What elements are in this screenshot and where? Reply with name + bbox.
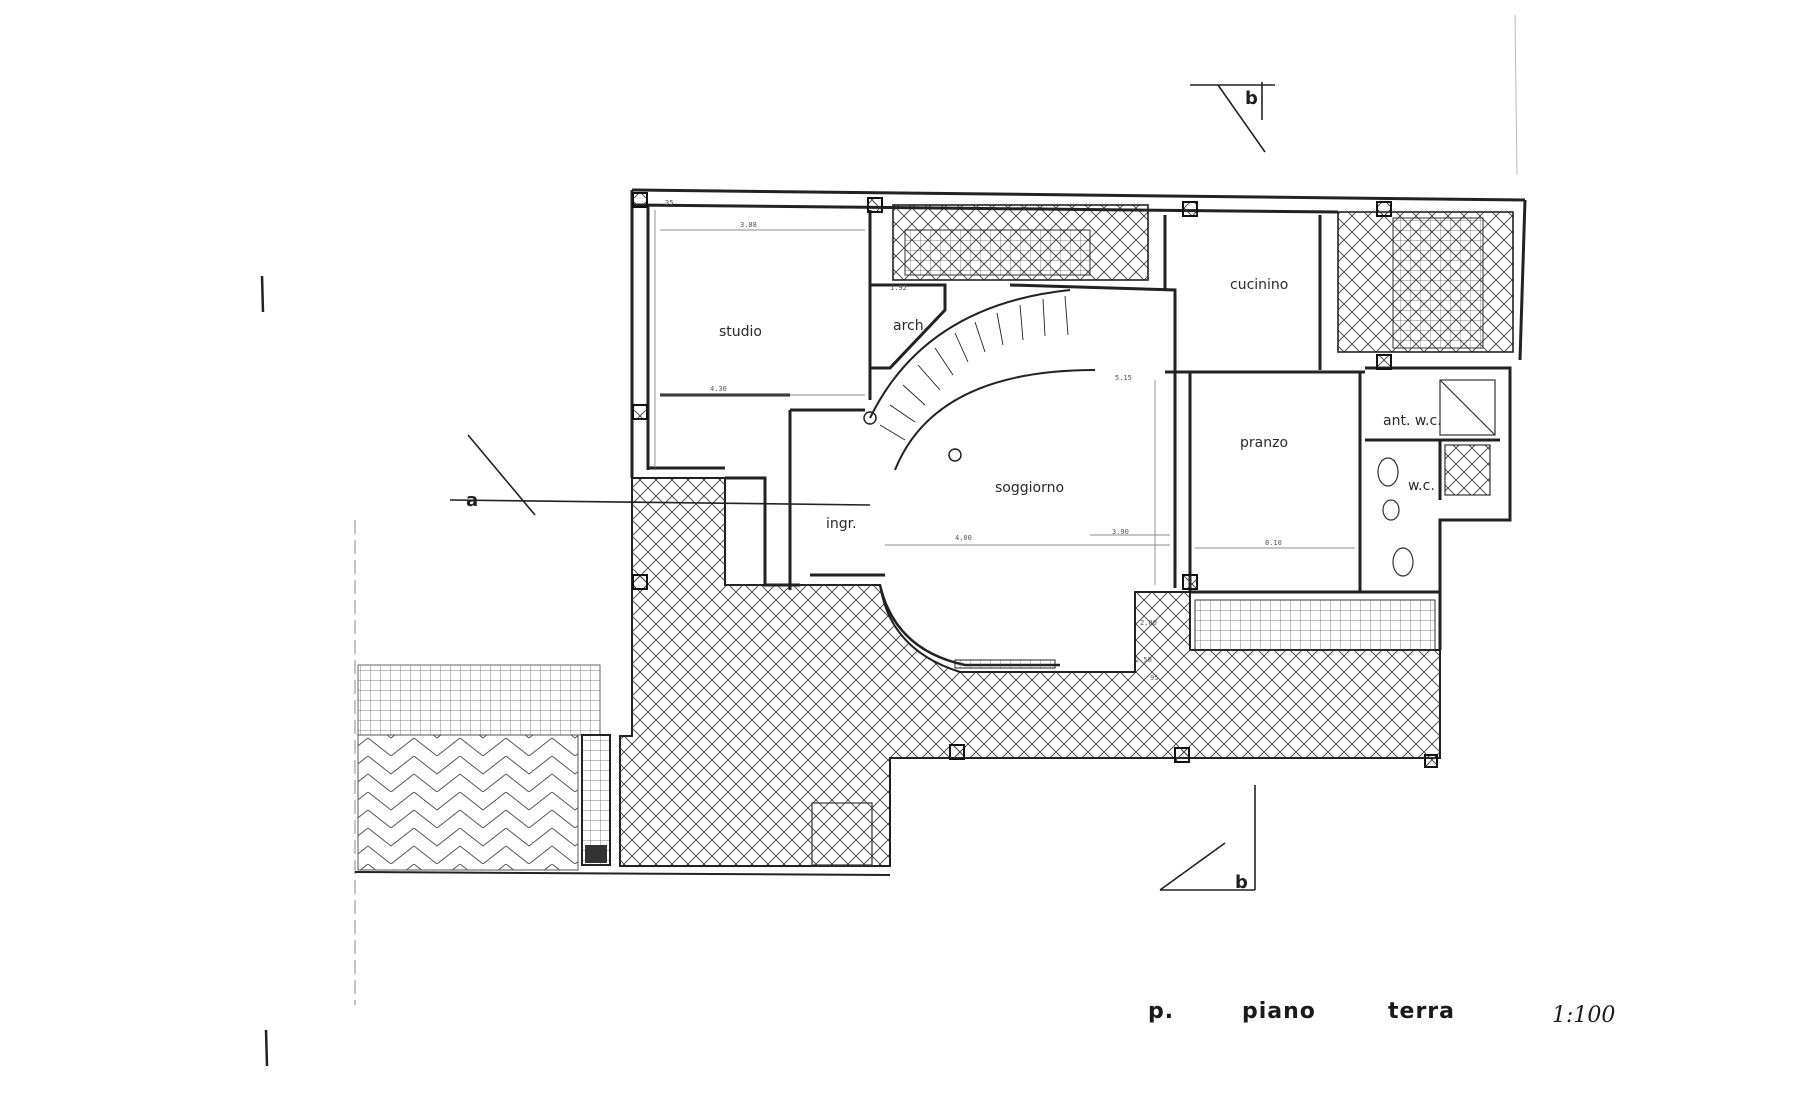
svg-text:3.90: 3.90 [1112,528,1129,536]
dimension-values: 35 3.88 4.30 1.92 4.00 5.15 2.50 8.10 3.… [665,199,1282,682]
svg-text:4.00: 4.00 [955,534,972,542]
svg-text:2.00: 2.00 [1140,619,1157,627]
section-b-bottom: b [1235,872,1248,893]
dimension-lines [654,210,1355,585]
structural-pillars [632,192,1438,768]
svg-text:5.15: 5.15 [1115,374,1132,382]
svg-text:2.50: 2.50 [1135,656,1152,664]
plan-title: p. piano terra 1:100 [1148,999,1615,1028]
svg-text:1.92: 1.92 [890,284,907,292]
room-studio: studio [719,324,762,340]
margin-marks [260,275,269,1067]
section-b-top: b [1245,88,1258,109]
spiral-staircase [863,289,1096,471]
svg-text:95: 95 [1150,674,1158,682]
room-arch: arch. [893,318,928,334]
room-ant-wc: ant. w.c. [1383,413,1442,429]
sheet-right-edge [1514,14,1518,176]
svg-text:35: 35 [665,199,673,207]
svg-text:3.88: 3.88 [740,221,757,229]
svg-text:8.10: 8.10 [1265,539,1282,547]
title-word-piano: piano [1242,999,1316,1024]
room-ingr: ingr. [826,516,857,532]
room-soggiorno: soggiorno [995,480,1064,496]
section-a-left: a [466,490,478,511]
title-prefix: p. [1148,999,1174,1024]
title-word-terra: terra [1388,999,1455,1024]
svg-text:4.30: 4.30 [710,385,727,393]
room-pranzo: pranzo [1240,435,1288,451]
wc-fixtures [1377,379,1496,577]
section-lines [449,82,1275,891]
title-scale: 1:100 [1552,1003,1615,1028]
paving-areas [354,204,1514,876]
curve-sill [954,659,1056,669]
room-wc: w.c. [1408,478,1435,494]
room-cucinino: cucinino [1230,277,1288,293]
